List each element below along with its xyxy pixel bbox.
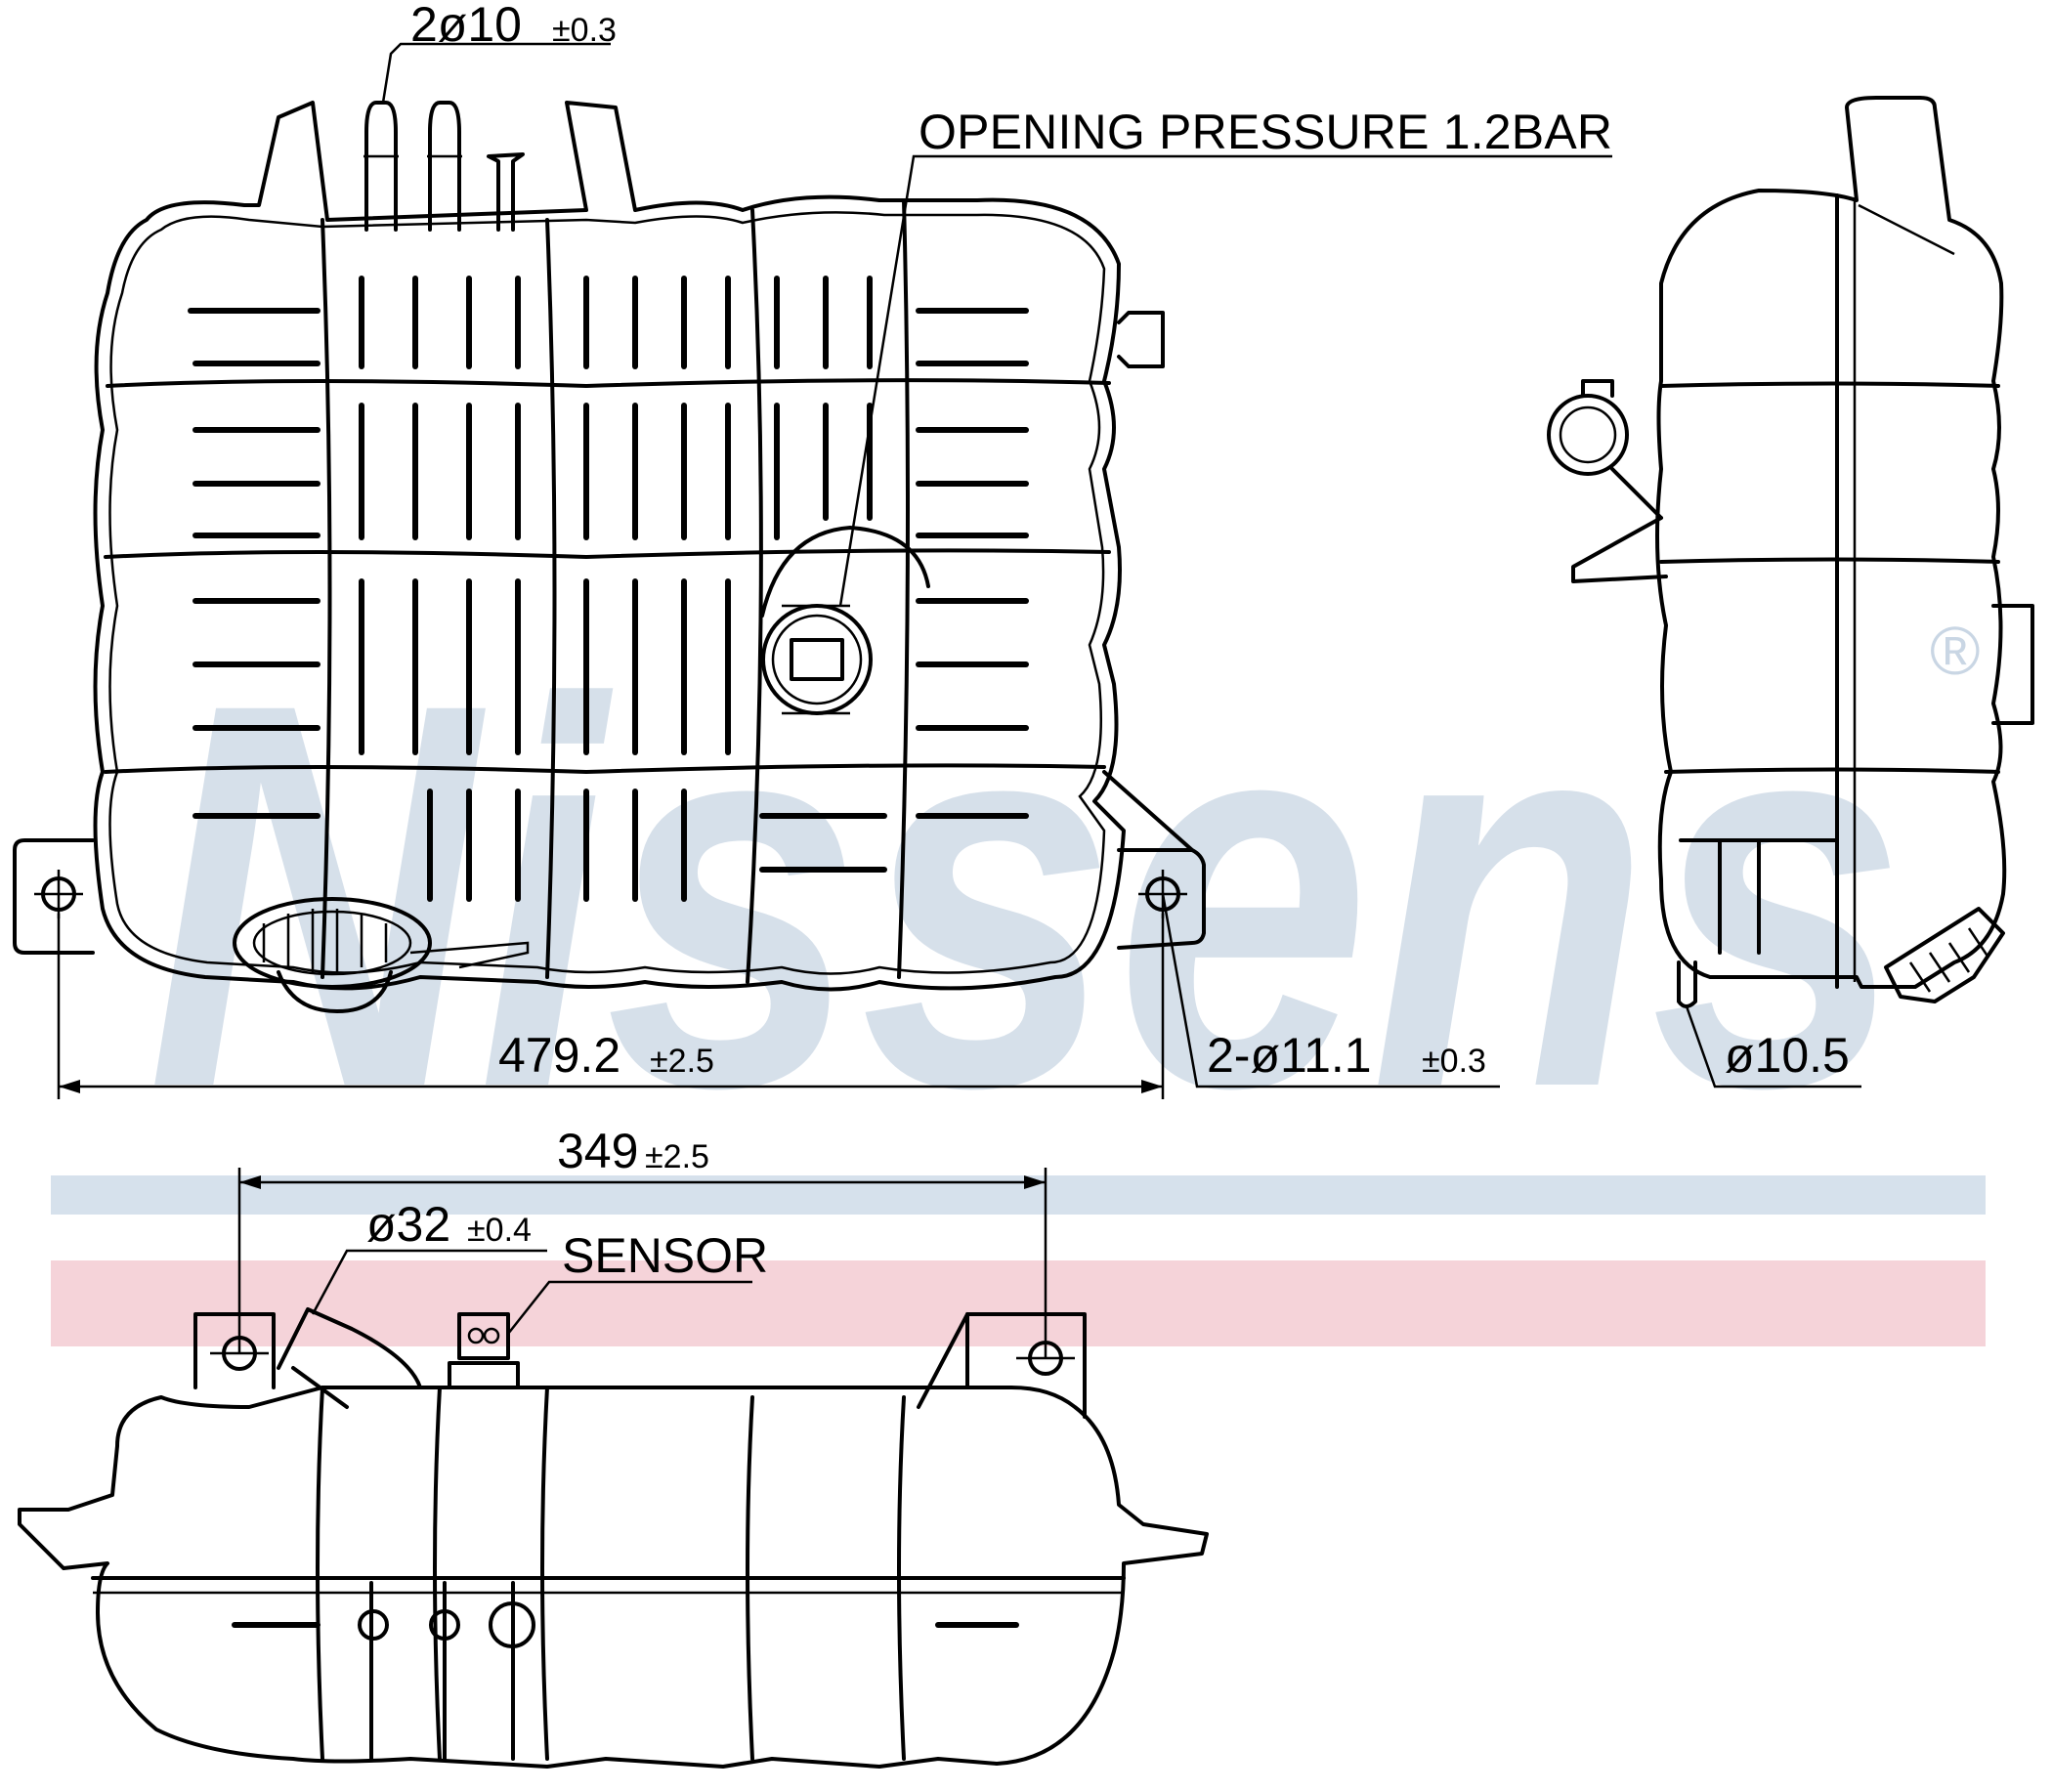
seam-3 [104, 763, 1106, 774]
bottom-view-outline [18, 1386, 1209, 1769]
dim-mount-hole-tolerance: ±0.3 [1422, 1043, 1486, 1080]
dim-pipe-diameter-tolerance: ±0.3 [552, 12, 617, 49]
label-sensor: SENSOR [507, 1228, 768, 1335]
bottom-arrow [409, 941, 530, 969]
bottom-bosses [232, 1581, 1019, 1761]
pipe-1 [364, 101, 398, 232]
dim-mount-hole-value: 2-ø11.1 [1207, 1028, 1372, 1083]
watermark-red-stripe [51, 1260, 1986, 1346]
dim-bottom-width-value: 349 [557, 1124, 638, 1178]
dimension-pipe-diameter: 2ø10 ±0.3 [381, 0, 617, 104]
dim-pipe-diameter-value: 2ø10 [410, 0, 522, 52]
vseam-4 [897, 198, 910, 979]
dim-bottom-width-tolerance: ±2.5 [645, 1138, 709, 1175]
watermark-logo: Nissens [147, 589, 1905, 1201]
front-view-inner-outline [108, 211, 1106, 975]
sensor-label: SENSOR [562, 1228, 768, 1283]
side-small-pipe [1677, 960, 1697, 1008]
side-outlet-pipe [1547, 379, 1663, 520]
top-pipes [363, 101, 525, 232]
dimension-bottom-width: 349 ±2.5 [237, 1124, 1047, 1358]
filler-neck [277, 1307, 422, 1389]
seam-2 [104, 548, 1111, 559]
front-view [13, 101, 1206, 1013]
side-view [1547, 96, 2034, 1008]
vseam-2 [545, 218, 557, 979]
mount-left [13, 838, 95, 955]
dim-neck-tolerance: ±0.4 [467, 1212, 532, 1249]
front-view-outline [93, 101, 1126, 992]
dim-side-pipe-value: ø10.5 [1725, 1028, 1850, 1083]
mount-right [1102, 770, 1206, 950]
side-seam-1 [1659, 381, 2000, 388]
dimension-side-pipe: ø10.5 [1685, 1005, 1861, 1088]
side-right-clip [1991, 604, 2034, 725]
dim-neck-value: ø32 [366, 1197, 450, 1252]
ribs-vertical [359, 276, 873, 902]
side-seam-2 [1659, 557, 2000, 564]
side-ribbed-foot [1884, 907, 2005, 1003]
sensor [448, 1312, 520, 1389]
seam-1 [106, 378, 1111, 388]
pipe-3 [487, 152, 525, 232]
side-view-outline [1655, 96, 2007, 989]
watermark: Nissens ® [51, 589, 1986, 1346]
pipe-2 [428, 101, 461, 232]
dim-front-width-tolerance: ±2.5 [650, 1043, 714, 1080]
side-bracket [1571, 516, 1668, 583]
filler-cap [233, 897, 432, 1013]
vseam-1 [321, 218, 332, 979]
dimension-mount-hole: 2-ø11.1 ±0.3 [1161, 893, 1500, 1088]
bottom-view [18, 1307, 1209, 1769]
dim-front-width-value: 479.2 [498, 1028, 620, 1083]
dimension-front-width: 479.2 ±2.5 [57, 914, 1165, 1099]
dimension-neck: ø32 ±0.4 [311, 1197, 547, 1315]
ribs-left [188, 308, 321, 819]
side-seam-3 [1664, 767, 2000, 774]
vseam-3 [746, 208, 763, 984]
watermark-registered-mark: ® [1930, 613, 1981, 689]
dimension-opening-pressure: OPENING PRESSURE 1.2BAR [838, 105, 1612, 607]
pressure-cap [760, 526, 930, 715]
opening-pressure-label: OPENING PRESSURE 1.2BAR [919, 105, 1612, 159]
ribs-right [759, 308, 1029, 873]
side-outlet [1117, 311, 1165, 368]
